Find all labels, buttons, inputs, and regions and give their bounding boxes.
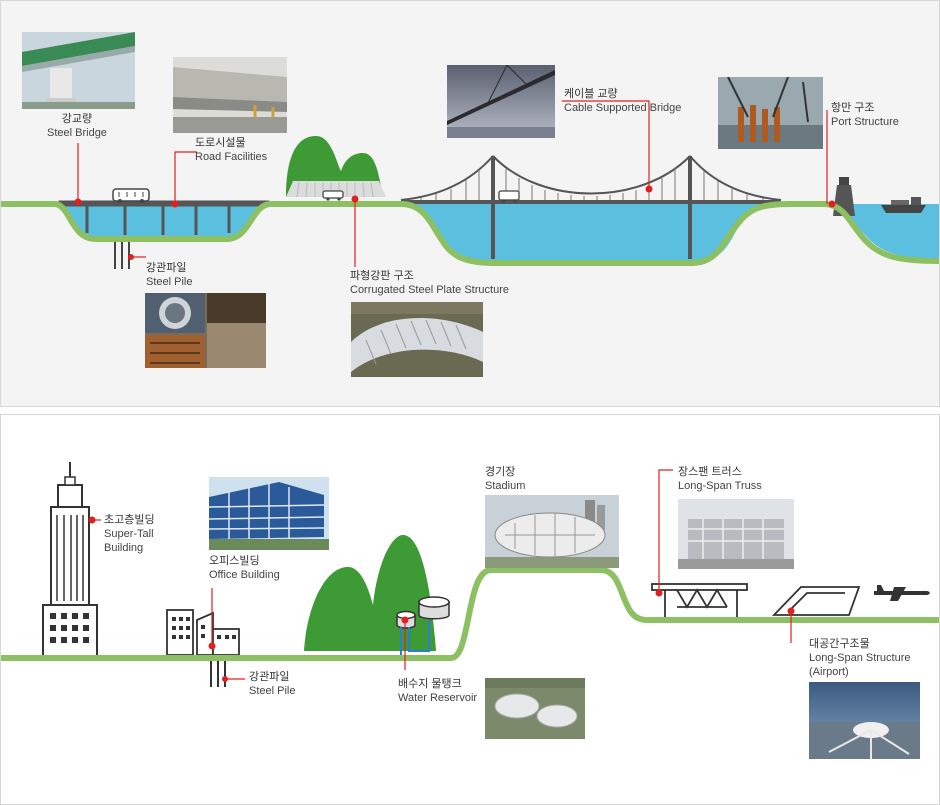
buildings-scene: [1, 462, 939, 687]
steel-pile-label-b: 강관파일 Steel Pile: [249, 670, 295, 698]
port-label: 항만 구조 Port Structure: [831, 101, 899, 129]
super-tall-ko: 초고층빌딩: [104, 514, 155, 526]
corrugated-label: 파형강판 구조 Corrugated Steel Plate Structure: [350, 269, 509, 297]
marker-dots-b: [88, 516, 795, 682]
markers-b: [92, 469, 792, 680]
port-en: Port Structure: [831, 116, 899, 128]
buildings-panel: 초고층빌딩 Super-Tall Building 오피스빌딩 Office B…: [0, 414, 940, 805]
cable-bridge-label: 케이블 교량 Cable Supported Bridge: [564, 87, 681, 115]
truss-ko: 장스팬 트러스: [678, 466, 742, 478]
bus-icon: [112, 188, 150, 203]
steel-bridge-en: Steel Bridge: [47, 127, 107, 139]
stadium-ko: 경기장: [485, 466, 516, 478]
ship-icon: [881, 197, 926, 213]
corrugated-ko: 파형강판 구조: [350, 270, 414, 282]
water-tank-graphic: [396, 596, 450, 629]
reservoir-en: Water Reservoir: [398, 692, 478, 704]
port-structure-photo: [718, 77, 823, 149]
car-icon: [322, 190, 344, 201]
reservoir-ko: 배수지 물탱크: [398, 678, 462, 690]
airport-terminal-graphic: [771, 586, 861, 616]
road-facilities-label: 도로시설물 Road Facilities: [195, 136, 267, 164]
skyscraper-graphic: [42, 462, 98, 658]
office-en: Office Building: [209, 569, 280, 581]
airport-label: 대공간구조물 Long-Span Structure (Airport): [809, 637, 911, 679]
road-facilities-en: Road Facilities: [195, 151, 268, 163]
road-facilities-ko: 도로시설물: [195, 137, 246, 149]
airplane-icon: [874, 585, 930, 601]
office-building-photo: [209, 477, 329, 550]
markers: [77, 100, 828, 267]
ground-line: [1, 201, 939, 266]
steel-pile-graphic: [114, 239, 130, 269]
corrugated-steel-photo: [351, 302, 483, 377]
airport-en2: (Airport): [809, 666, 849, 678]
port-ko: 항만 구조: [831, 102, 875, 114]
airport-ko: 대공간구조물: [809, 638, 870, 650]
steel-pile-photo: [145, 293, 266, 368]
steel-pile-en: Steel Pile: [146, 276, 193, 288]
super-tall-en1: Super-Tall: [104, 528, 154, 540]
office-label: 오피스빌딩 Office Building: [209, 554, 280, 582]
airport-en1: Long-Span Structure: [809, 652, 911, 664]
van-icon: [498, 190, 520, 203]
corrugated-en: Corrugated Steel Plate Structure: [350, 284, 509, 296]
truss-en: Long-Span Truss: [678, 480, 762, 492]
steel-pile-label: 강관파일 Steel Pile: [146, 261, 192, 289]
truss-graphic: [651, 583, 748, 618]
infrastructure-panel: 강교량 Steel Bridge 도로시설물 Road Facilities 강…: [0, 0, 940, 407]
hill-graphic-b: [304, 535, 436, 651]
stadium-label: 경기장 Stadium: [485, 465, 525, 493]
reservoir-photo: [485, 678, 585, 739]
steel-pile-en-b: Steel Pile: [249, 685, 296, 697]
office-buildings-graphic: [166, 609, 240, 656]
office-ko: 오피스빌딩: [209, 555, 260, 567]
steel-pile-ko: 강관파일: [146, 262, 187, 274]
steel-bridge-label: 강교량 Steel Bridge: [47, 112, 107, 140]
road-facilities-photo: [173, 57, 287, 133]
steel-bridge-photo: [22, 32, 135, 109]
cable-bridge-ko: 케이블 교량: [564, 88, 618, 100]
cable-bridge-photo: [447, 65, 555, 138]
water-left: [59, 205, 263, 239]
steel-pile-ko-b: 강관파일: [249, 671, 290, 683]
water-middle: [411, 201, 766, 263]
super-tall-en2: Building: [104, 542, 144, 554]
cable-bridge-graphic: [400, 155, 782, 259]
steel-pile-graphic-b: [210, 658, 226, 687]
ground-line-b: [1, 567, 939, 661]
water-right: [831, 204, 939, 259]
airport-photo: [809, 682, 920, 759]
infrastructure-scene: [1, 100, 939, 269]
hill-graphic: [286, 136, 386, 198]
super-tall-label: 초고층빌딩 Super-Tall Building: [104, 513, 155, 555]
steel-bridge-ko: 강교량: [61, 113, 93, 125]
truss-label: 장스팬 트러스 Long-Span Truss: [678, 465, 762, 493]
truss-photo: [678, 499, 794, 569]
marker-dots: [74, 185, 836, 260]
stadium-en: Stadium: [485, 480, 526, 492]
stadium-photo: [485, 495, 619, 568]
reservoir-label: 배수지 물탱크 Water Reservoir: [398, 677, 477, 705]
cable-bridge-en: Cable Supported Bridge: [564, 102, 682, 114]
